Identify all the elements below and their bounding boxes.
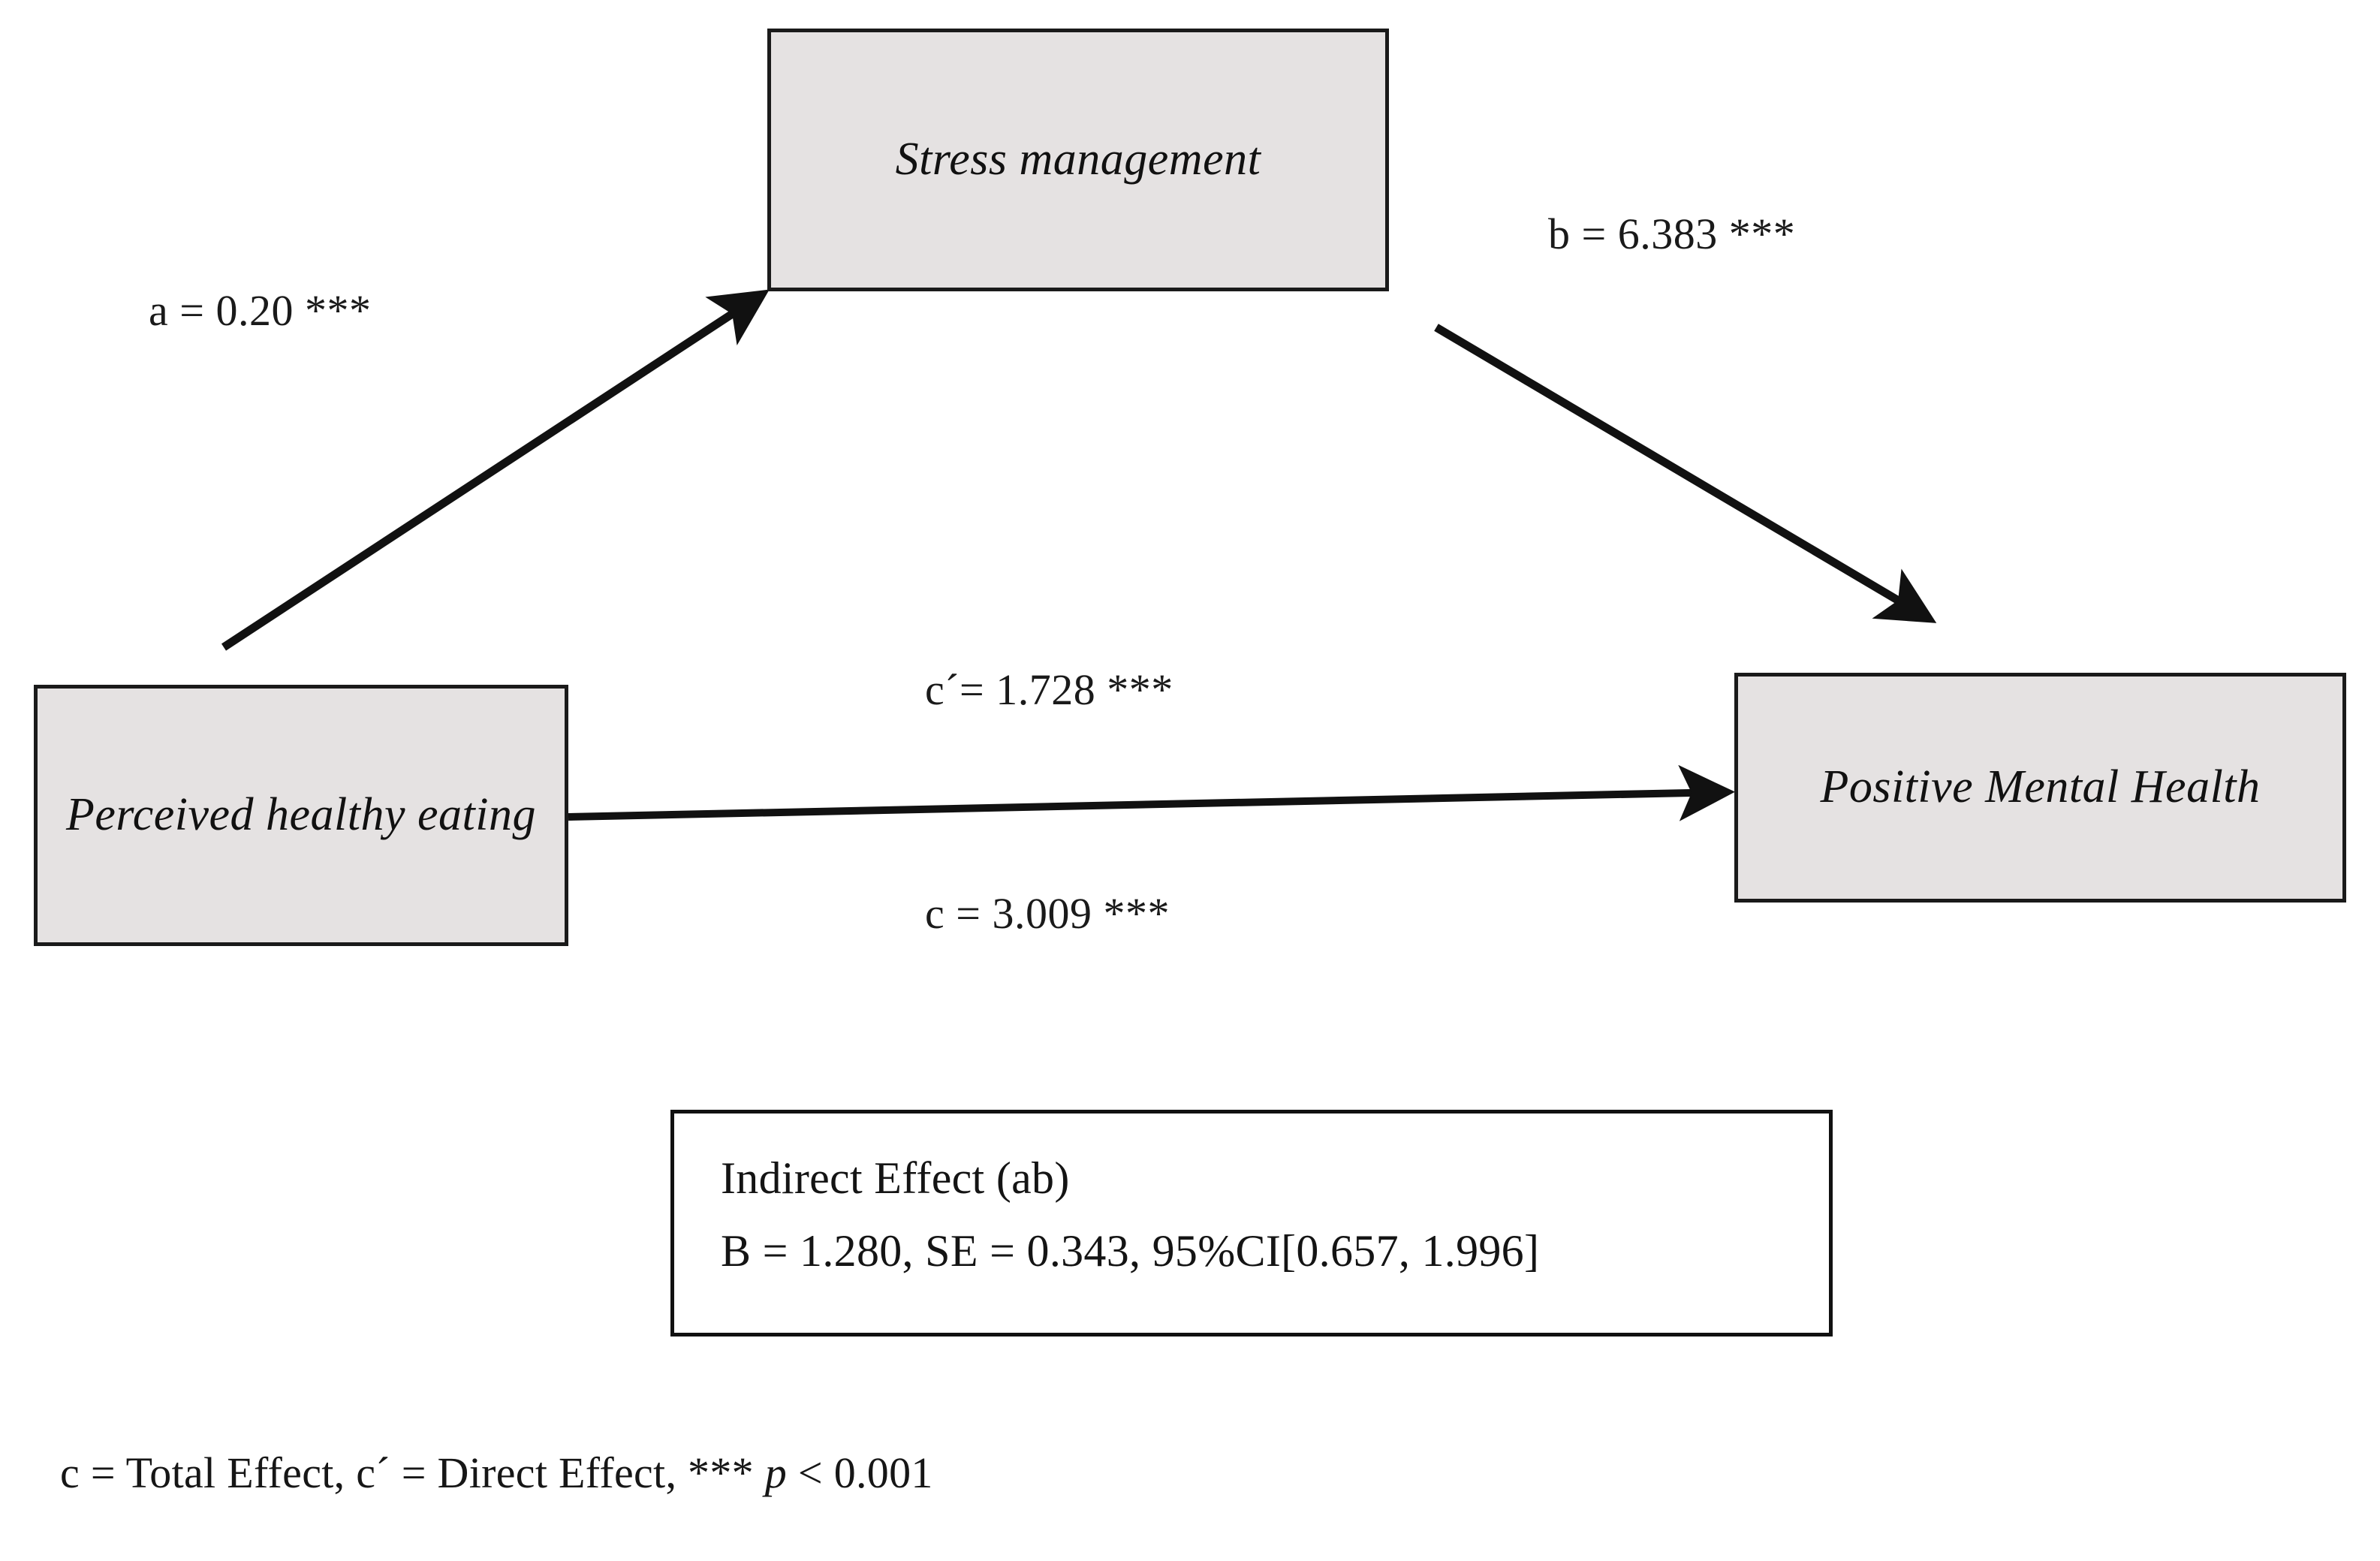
path-label-b: b = 6.383 *** xyxy=(1548,209,1796,258)
indirect-effect-statistics: B = 1.280, SE = 0.343, 95%CI[0.657, 1.99… xyxy=(721,1226,1540,1276)
path-label-a: a = 0.20 *** xyxy=(149,286,372,335)
footnote-part-two: < 0.001 xyxy=(787,1448,933,1497)
node-perceived-healthy-eating[interactable]: Perceived healthy eating xyxy=(34,685,568,946)
path-label-c-total: c = 3.009 *** xyxy=(925,889,1170,938)
node-perceived-healthy-eating-label: Perceived healthy eating xyxy=(66,789,536,841)
arrow-path-c xyxy=(568,764,1735,821)
node-positive-mental-health-label: Positive Mental Health xyxy=(1820,761,2261,813)
node-positive-mental-health[interactable]: Positive Mental Health xyxy=(1734,673,2346,903)
figure-footnote: c = Total Effect, c´ = Direct Effect, **… xyxy=(60,1448,933,1498)
path-label-c-prime: c´= 1.728 *** xyxy=(925,665,1173,714)
footnote-part-one: c = Total Effect, c´ = Direct Effect, **… xyxy=(60,1448,765,1497)
indirect-effect-title: Indirect Effect (ab) xyxy=(721,1153,1070,1203)
arrow-path-a xyxy=(221,289,770,651)
footnote-p-symbol: p xyxy=(764,1448,788,1497)
node-stress-management[interactable]: Stress management xyxy=(767,29,1389,291)
node-stress-management-label: Stress management xyxy=(895,134,1261,185)
indirect-effect-box: Indirect Effect (ab) B = 1.280, SE = 0.3… xyxy=(670,1110,1833,1336)
arrow-path-b xyxy=(1434,324,1937,623)
